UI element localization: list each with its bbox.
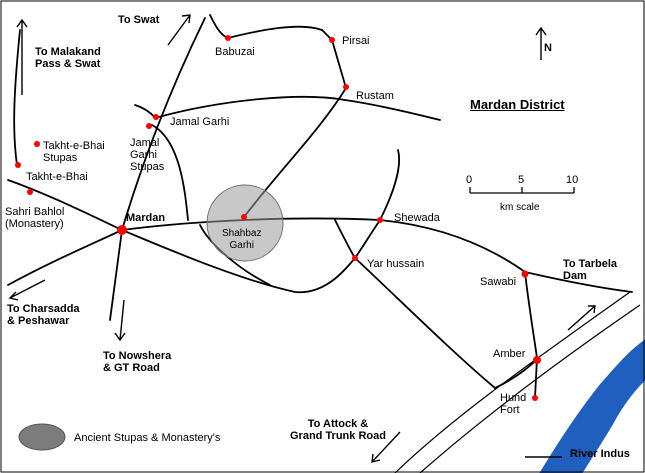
dot-shahbaz-garhi bbox=[241, 214, 247, 220]
label-rustam: Rustam bbox=[356, 90, 394, 102]
label-pirsai: Pirsai bbox=[342, 35, 370, 47]
label-to-tarbela: To Tarbela Dam bbox=[563, 258, 617, 282]
label-jamal-garhi-stupas: Jamal Garhi Stupas bbox=[130, 137, 165, 173]
label-sahri-bahlol: Sahri Bahlol (Monastery) bbox=[5, 206, 65, 230]
dot-rustam bbox=[343, 84, 349, 90]
arrow-nowshera-icon bbox=[119, 299, 125, 341]
road-mardan-yarhussain bbox=[121, 229, 356, 293]
label-to-swat: To Swat bbox=[118, 14, 160, 26]
label-amber: Amber bbox=[493, 348, 526, 360]
dot-pirsai bbox=[329, 37, 335, 43]
dot-yar-hussain bbox=[352, 255, 358, 261]
road-mardan-nowshera bbox=[109, 229, 123, 321]
north-label: N bbox=[544, 42, 552, 54]
road-jamalgarhi-loop bbox=[151, 124, 189, 221]
dot-amber bbox=[533, 356, 541, 364]
road-mardan-shewada bbox=[121, 217, 526, 273]
label-to-attock: To Attock & Grand Trunk Road bbox=[290, 418, 386, 442]
arrow-charsadda-icon bbox=[9, 279, 46, 299]
label-river-indus: River Indus bbox=[570, 448, 630, 460]
label-jamal-garhi: Jamal Garhi bbox=[170, 116, 230, 128]
road-mardan-swat bbox=[121, 17, 206, 231]
label-hund-fort: Hund Fort bbox=[500, 392, 527, 416]
dot-sawabi bbox=[521, 270, 529, 278]
road-jamalgarhi-rustam bbox=[154, 96, 441, 121]
road-shahbaz-loop bbox=[334, 219, 356, 259]
label-takht-e-bhai: Takht-e-Bhai bbox=[26, 171, 88, 183]
dot-takht-e-bhai bbox=[15, 162, 21, 168]
label-shahbaz-garhi: Shahbaz Garhi bbox=[222, 228, 262, 251]
shahbaz-garhi-stupa-area bbox=[206, 184, 284, 262]
label-sawabi: Sawabi bbox=[480, 276, 517, 288]
road-yarhussain-attock bbox=[354, 257, 496, 389]
scale-tick-5: 5 bbox=[518, 174, 525, 186]
dot-mardan bbox=[117, 225, 127, 235]
road-mardan-takhtebhai bbox=[7, 179, 123, 231]
scale-bar bbox=[469, 187, 575, 194]
road-amber-hund bbox=[534, 357, 538, 399]
label-to-malakand: To Malakand Pass & Swat bbox=[35, 46, 101, 70]
dot-hund-fort bbox=[532, 395, 538, 401]
road-shewada-yarhussain bbox=[354, 219, 381, 259]
dot-shewada bbox=[377, 217, 383, 223]
label-mardan: Mardan bbox=[126, 212, 166, 224]
legend-stupa-symbol bbox=[18, 423, 66, 451]
direction-arrows bbox=[8, 14, 596, 463]
dot-jamal-garhi-stupas bbox=[146, 123, 152, 129]
road-sawabi-amber bbox=[524, 271, 538, 359]
label-to-charsadda: To Charsadda & Peshawar bbox=[7, 303, 80, 327]
label-yar-hussain: Yar hussain bbox=[367, 258, 425, 270]
label-shewada: Shewada bbox=[394, 212, 440, 224]
riverbank-lines bbox=[394, 291, 641, 473]
road-babuzai bbox=[209, 14, 323, 39]
road-shewada-north bbox=[379, 149, 400, 221]
label-to-nowshera: To Nowshera & GT Road bbox=[103, 350, 172, 374]
dot-jamal-garhi bbox=[153, 114, 159, 120]
scale-tick-10: 10 bbox=[566, 174, 579, 186]
dot-takht-e-bhai-stupas bbox=[34, 141, 40, 147]
town-dots bbox=[15, 35, 541, 401]
dot-babuzai bbox=[225, 35, 231, 41]
arrow-tarbela-icon bbox=[567, 305, 596, 331]
legend-label: Ancient Stupas & Monastery's bbox=[74, 432, 221, 444]
arrow-attock-icon bbox=[371, 431, 401, 463]
scale-tick-0: 0 bbox=[466, 174, 473, 186]
map-title: Mardan District bbox=[470, 97, 565, 112]
road-jamalgarhi-north bbox=[134, 104, 156, 119]
road-mardan-charsadda bbox=[7, 229, 123, 286]
dot-sahri-bahlol bbox=[27, 189, 33, 195]
scale-label: km scale bbox=[500, 202, 540, 213]
label-babuzai: Babuzai bbox=[215, 46, 255, 58]
road-sawabi-tarbela bbox=[524, 271, 633, 293]
label-takht-e-bhai-stupas: Takht-e-Bhai Stupas bbox=[43, 140, 105, 164]
road-takhtebhai-malakand bbox=[13, 29, 21, 166]
arrow-swat-icon bbox=[167, 14, 191, 46]
